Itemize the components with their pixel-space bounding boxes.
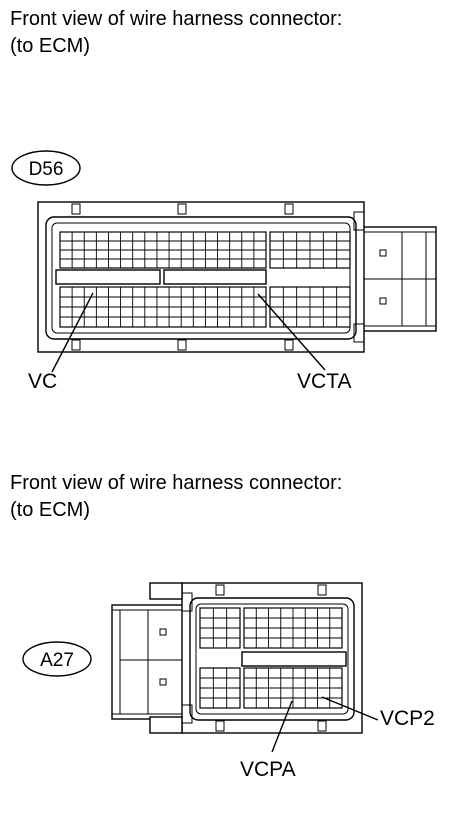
leader-line-vcta — [257, 293, 326, 371]
caption-line-1: Front view of wire harness connector: — [10, 8, 343, 30]
leader-line-vc — [51, 292, 94, 373]
connector-tag-outline — [11, 150, 81, 186]
caption-line-1: Front view of wire harness connector: — [10, 472, 343, 494]
latch-housing — [111, 604, 191, 720]
top-connector-caption: Front view of wire harness connector: (t… — [10, 6, 342, 60]
pin-label-vcta: VCTA — [297, 370, 351, 393]
pin-grid-lower-right — [243, 667, 343, 709]
pin-grid-upper-right — [269, 231, 351, 269]
connector-a27: A27 VCP2 V — [22, 582, 435, 781]
bottom-connector-caption: Front view of wire harness connector: (t… — [10, 470, 342, 524]
connector-tag-a27: A27 — [40, 650, 74, 671]
pin-label-vcp2: VCP2 — [380, 707, 435, 730]
connector-tag-d56: D56 — [29, 159, 64, 180]
pin-grid-lower-left — [59, 286, 267, 328]
caption-line-2: (to ECM) — [10, 35, 90, 57]
divider-bar — [55, 269, 161, 285]
latch-pin-hole — [379, 249, 387, 257]
pin-grid-lower-left — [199, 667, 241, 709]
divider-bar — [241, 651, 347, 667]
connector-face — [45, 216, 357, 340]
latch-pin-hole — [159, 678, 167, 686]
divider-bar — [163, 269, 267, 285]
leader-line-vcpa — [271, 700, 293, 753]
leader-line-vcp2 — [321, 696, 379, 721]
caption-line-2: (to ECM) — [10, 499, 90, 521]
pin-label-vcpa: VCPA — [240, 758, 296, 781]
connector-face — [189, 597, 355, 721]
pin-grid-upper-right — [243, 607, 343, 649]
pin-grid-upper-left — [199, 607, 241, 649]
connector-d56: D56 VC — [11, 150, 437, 393]
connector-tag-outline — [22, 641, 92, 677]
latch-pin-hole — [159, 628, 167, 636]
latch-pin-hole — [379, 297, 387, 305]
pin-label-vc: VC — [28, 370, 57, 393]
pin-grid-upper-left — [59, 231, 267, 269]
